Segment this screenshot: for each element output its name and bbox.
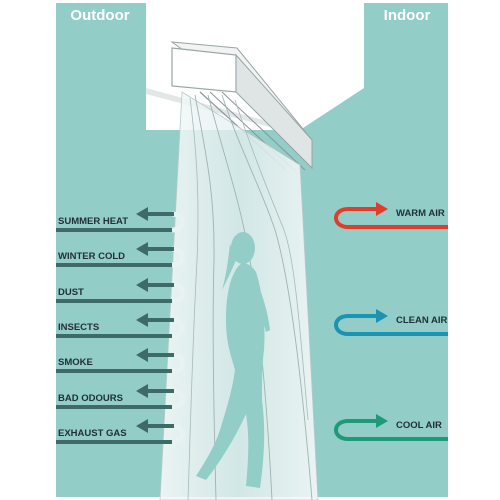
benefit-label: WARM AIR [396, 208, 445, 219]
benefit-arrow-line [334, 419, 448, 441]
ceiling-wall [146, 3, 364, 130]
outdoor-threats: SUMMER HEAT WINTER COLD DUST INSECTS SMO… [56, 207, 185, 445]
threat-arrowhead [136, 278, 148, 292]
benefit-arrow-line [334, 314, 448, 336]
indoor-benefits: WARM AIR CLEAN AIR COOL AIR [334, 202, 448, 441]
person-silhouette [196, 232, 270, 488]
benefit-arrow-line [334, 207, 448, 229]
indoor-label: Indoor [384, 7, 431, 24]
threat-arrowhead [136, 207, 148, 221]
threat-label: WINTER COLD [58, 251, 125, 262]
threat-arrowhead [136, 242, 148, 256]
benefit-arrowhead [376, 414, 388, 428]
threat-label: INSECTS [58, 322, 99, 333]
threat-arrowhead [136, 313, 148, 327]
threat-label: DUST [58, 287, 84, 298]
air-curtain-unit [170, 41, 313, 173]
benefit-arrowhead [376, 202, 388, 216]
threat-arrowhead [136, 348, 148, 362]
threat-arrow-loop [171, 211, 185, 233]
threat-arrow-loop [171, 423, 185, 445]
threat-arrow-loop [171, 388, 185, 410]
threat-arrowhead [136, 419, 148, 433]
threat-arrow-loop [171, 317, 185, 339]
threat-label: SMOKE [58, 357, 93, 368]
threat-arrow-loop [171, 352, 185, 374]
threat-arrowhead [136, 384, 148, 398]
benefit-arrowhead [376, 309, 388, 323]
threat-arrow-loop [171, 246, 185, 268]
benefit-label: COOL AIR [396, 420, 442, 431]
threat-label: SUMMER HEAT [58, 216, 128, 227]
outdoor-label: Outdoor [70, 7, 129, 24]
threat-label: EXHAUST GAS [58, 428, 127, 439]
threat-arrow-loop [171, 282, 185, 304]
benefit-label: CLEAN AIR [396, 315, 448, 326]
threat-label: BAD ODOURS [58, 393, 123, 404]
